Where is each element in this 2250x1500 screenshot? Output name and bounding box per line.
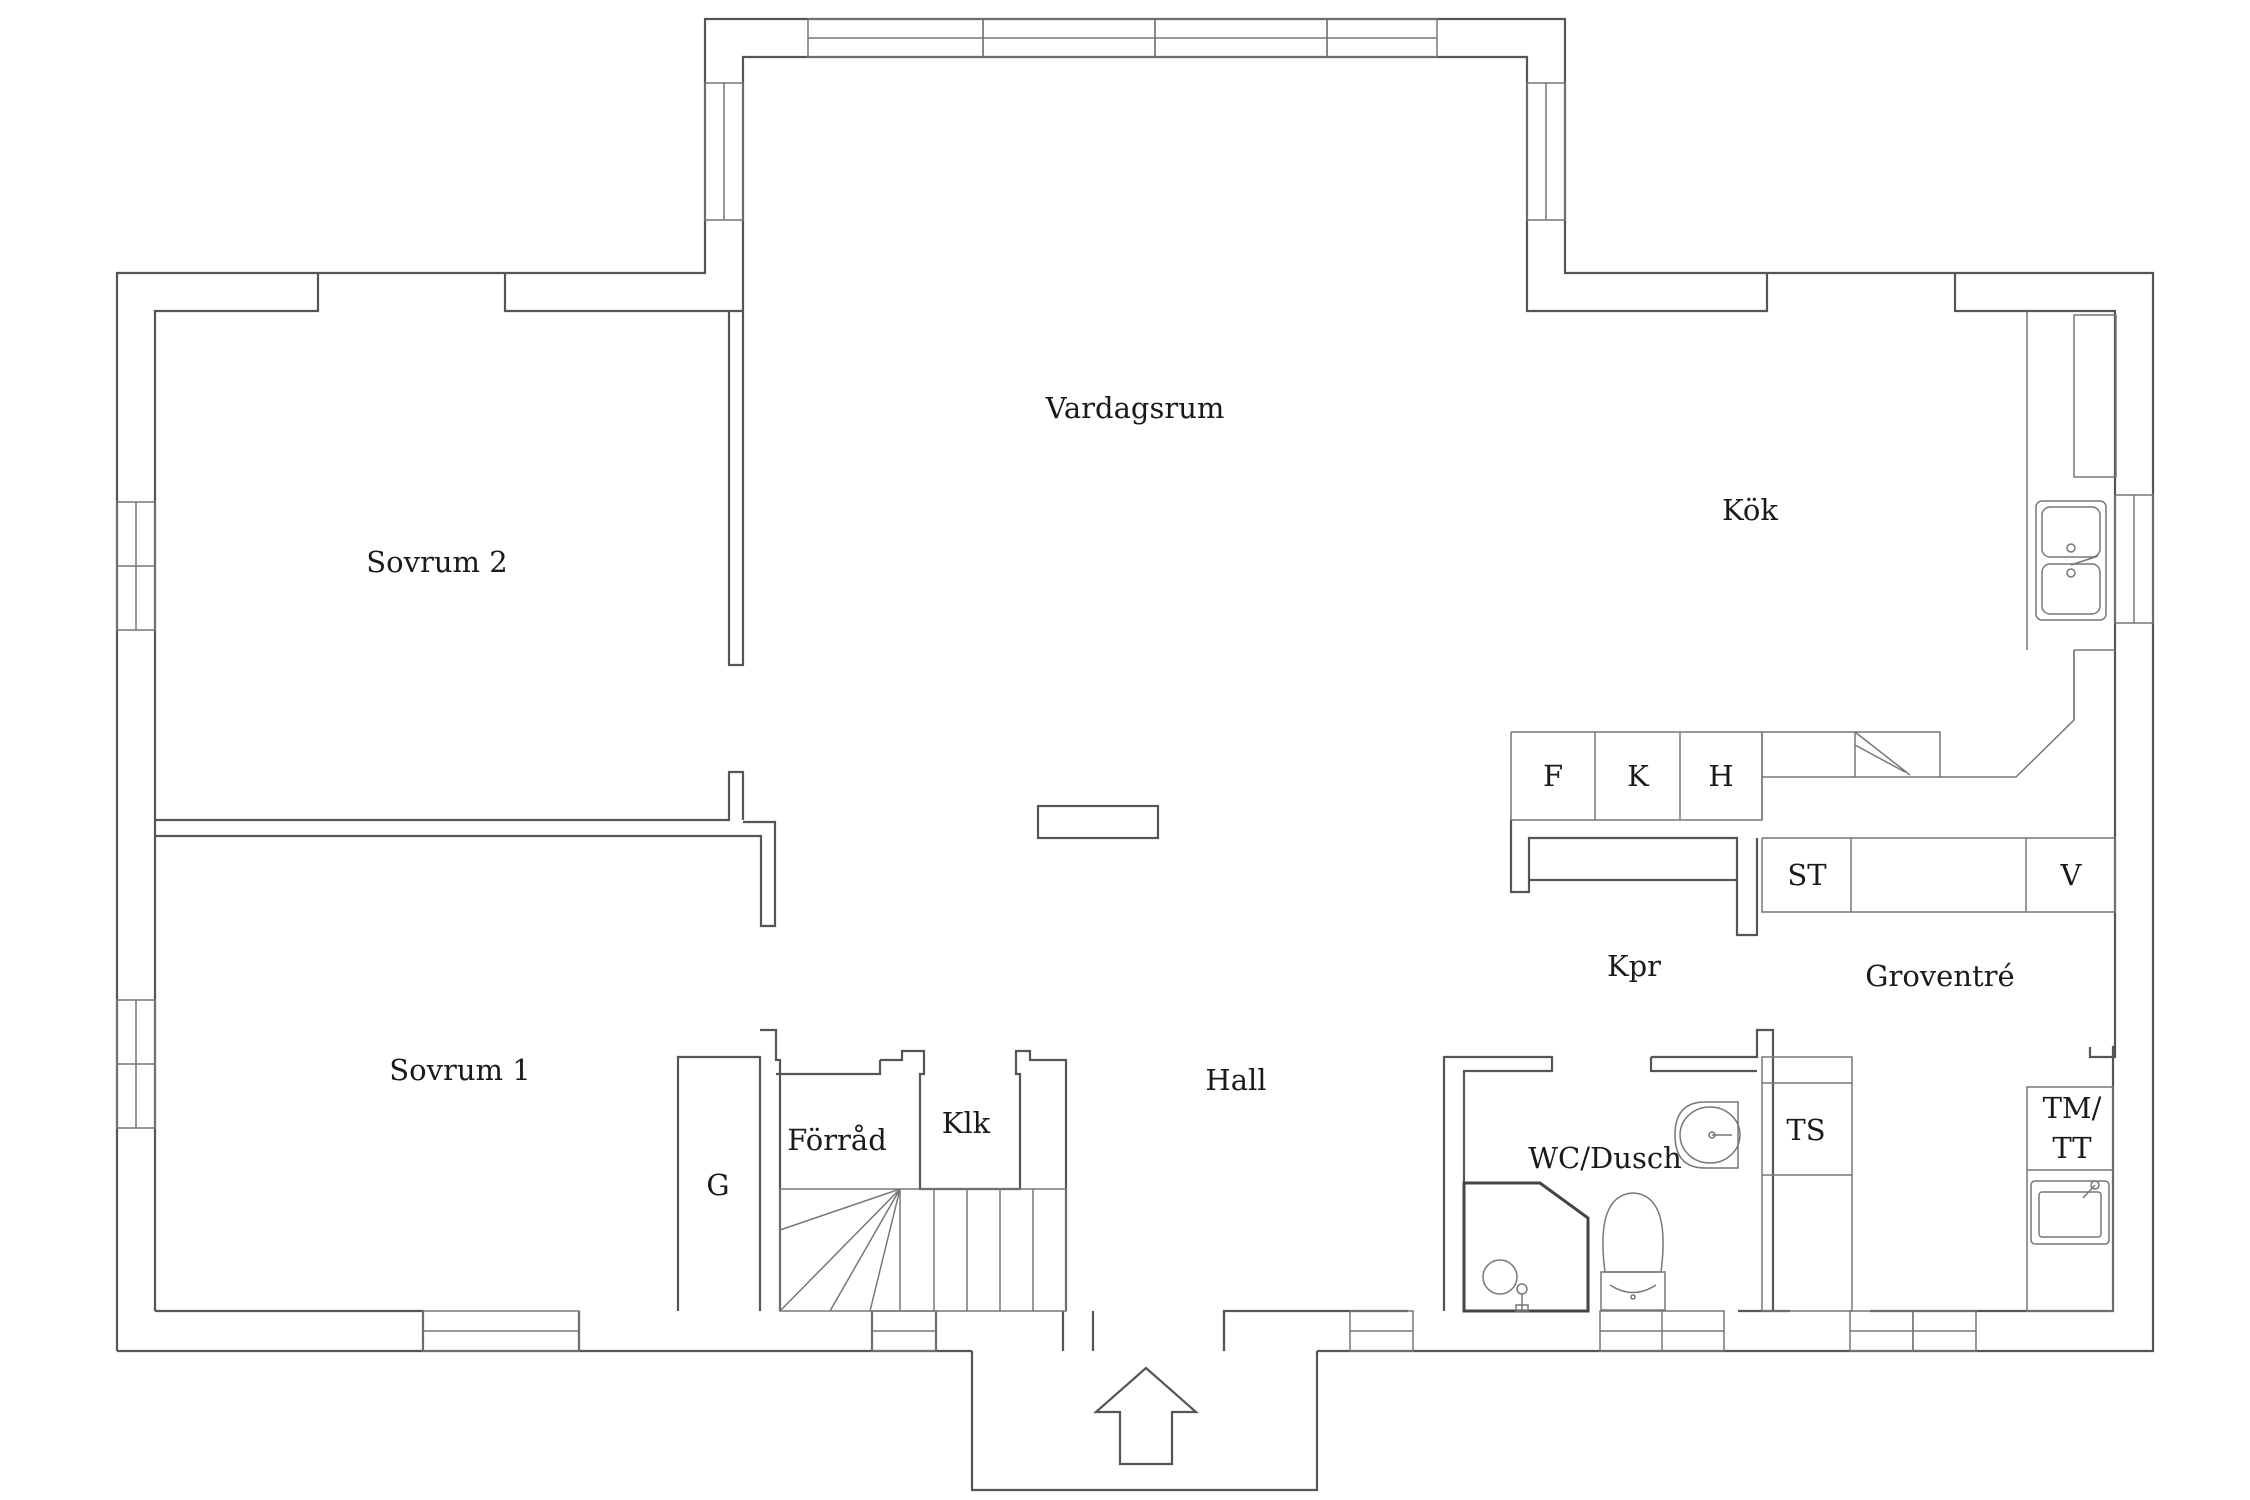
outer-walls bbox=[115, 17, 2155, 1353]
entrance-porch bbox=[970, 1311, 1319, 1492]
fixture-labels: F K H ST V bbox=[1543, 759, 2083, 892]
windows bbox=[116, 18, 2154, 1352]
washbasin-icon bbox=[1674, 1101, 1741, 1169]
label-hall: Hall bbox=[1205, 1063, 1266, 1097]
label-tt: TT bbox=[2052, 1131, 2092, 1165]
label-sovrum2: Sovrum 2 bbox=[366, 545, 507, 579]
label-kok: Kök bbox=[1722, 493, 1778, 527]
label-groventre: Groventré bbox=[1865, 959, 2014, 993]
label-wc-dusch: WC/Dusch bbox=[1528, 1141, 1682, 1175]
kitchen-fixtures bbox=[1509, 311, 2117, 1312]
arrow-up-icon bbox=[1093, 1366, 1199, 1466]
room-labels: Vardagsrum Kök Sovrum 2 Sovrum 1 Hall Fö… bbox=[366, 391, 2101, 1202]
label-h: H bbox=[1708, 759, 1733, 793]
toilet-icon bbox=[1600, 1192, 1666, 1311]
label-f: F bbox=[1543, 759, 1563, 793]
utility-sink-icon bbox=[2030, 1180, 2110, 1245]
label-kpr: Kpr bbox=[1607, 949, 1661, 983]
label-v: V bbox=[2060, 858, 2083, 892]
label-k: K bbox=[1627, 759, 1650, 793]
label-vardagsrum: Vardagsrum bbox=[1045, 391, 1225, 425]
label-ts: TS bbox=[1786, 1113, 1825, 1147]
interior-walls bbox=[155, 311, 1775, 1313]
label-forrad: Förråd bbox=[787, 1123, 887, 1157]
label-klk: Klk bbox=[942, 1106, 991, 1140]
double-sink-icon bbox=[2035, 500, 2107, 621]
label-sovrum1: Sovrum 1 bbox=[389, 1053, 530, 1087]
label-tm: TM/ bbox=[2043, 1091, 2102, 1125]
label-st: ST bbox=[1787, 858, 1827, 892]
label-g: G bbox=[706, 1168, 729, 1202]
